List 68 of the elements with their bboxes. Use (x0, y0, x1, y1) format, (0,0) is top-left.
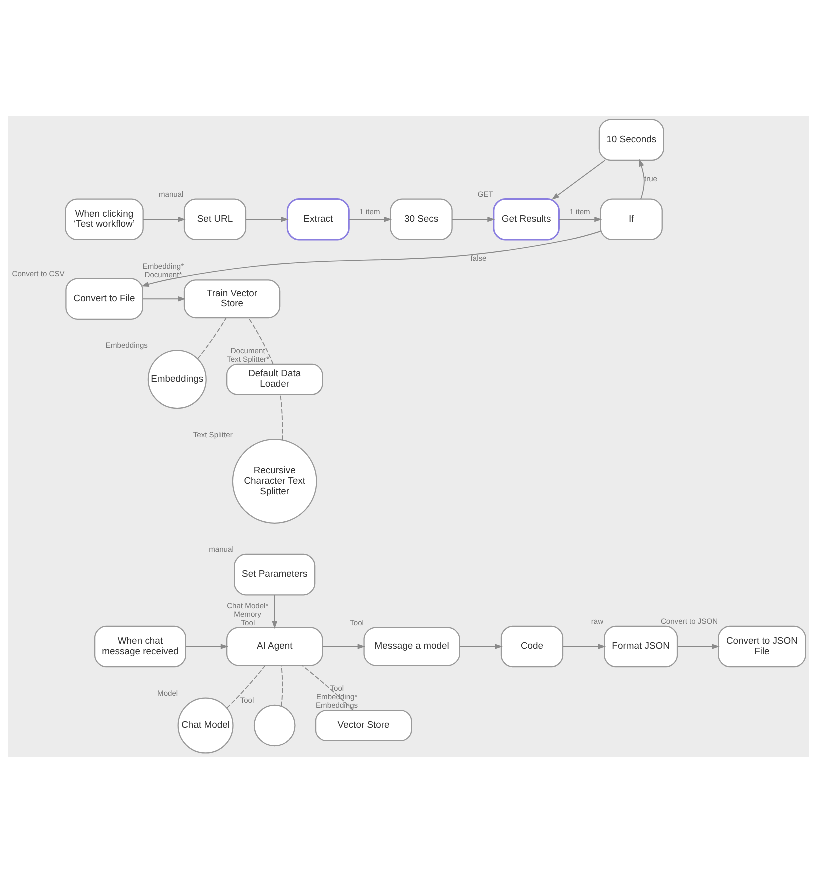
node-box: AI Agent (226, 627, 324, 666)
node-label: Embeddings (106, 341, 148, 350)
node-circle: Chat Model (178, 698, 234, 754)
node-label: Convert to CSV (12, 269, 65, 278)
arrow (142, 296, 186, 302)
node-box: Set URL (184, 198, 247, 241)
arrow (142, 216, 186, 222)
node-label: Tool (330, 684, 344, 694)
node-box: 10 Seconds (598, 119, 664, 162)
connector (302, 665, 354, 711)
node-label: Model (158, 688, 178, 698)
node-label: Tool (350, 618, 364, 628)
node-box: Convert to File (66, 278, 144, 320)
node-label: Embeddings (316, 701, 358, 710)
arrow (639, 159, 645, 200)
node-box: When chat message received (94, 626, 186, 668)
node-box: Code (500, 626, 564, 668)
node-label: Embedding* (142, 262, 184, 272)
edge-label: false (470, 254, 487, 264)
node-label: GET (478, 190, 494, 199)
arrow (246, 216, 289, 222)
arrow (552, 160, 606, 200)
connector (197, 318, 227, 360)
node-label: Document (230, 346, 266, 356)
connector (226, 666, 266, 709)
edge-label: 1 item (570, 207, 590, 216)
node-box: Extract (286, 198, 350, 241)
node-box: Convert to JSON File (718, 626, 806, 668)
node-label: Tool (240, 696, 254, 705)
node-label: Tool (241, 618, 256, 628)
arrow (348, 216, 392, 222)
node-box: Set Parameters (234, 554, 316, 596)
node-box: When clicking ‘Test workflow’ (65, 198, 144, 241)
connector (248, 318, 274, 365)
node-circle: Recursive Character Text Splitter (232, 439, 318, 524)
arrow (322, 644, 366, 650)
arrow (558, 216, 602, 222)
node-box: Get Results (493, 198, 560, 241)
arrow (562, 644, 606, 650)
edge-label: 1 item (360, 207, 380, 216)
node-box: 30 Secs (390, 198, 453, 241)
arrow (186, 644, 228, 650)
node-box: Format JSON (604, 626, 678, 668)
arrow (272, 594, 278, 630)
node-label: Document* (144, 270, 182, 280)
node-label: Embedding* (316, 692, 358, 702)
arrow (459, 644, 503, 650)
node-box: Message a model (364, 627, 460, 666)
arrow (142, 231, 602, 288)
node-circle: Embeddings (148, 350, 207, 410)
arrow (452, 216, 496, 222)
node-label: Convert to JSON (660, 616, 718, 626)
node-label: manual (209, 545, 234, 554)
node-label: Text Splitter (193, 430, 233, 440)
node-circle (254, 704, 296, 747)
connector (280, 394, 284, 441)
connector (281, 666, 284, 707)
node-label: Chat Model* (227, 601, 269, 610)
node-label: manual (158, 190, 184, 199)
node-box: If (600, 198, 663, 241)
arrow (678, 644, 720, 650)
node-box: Train Vector Store (184, 280, 281, 319)
node-label: Memory (234, 610, 262, 619)
node-box: Vector Store (315, 710, 412, 742)
node-label: raw (591, 616, 604, 626)
edge-label: true (644, 174, 658, 184)
node-box: Default Data Loader (226, 364, 324, 396)
node-label: Text Splitter* (227, 354, 270, 364)
